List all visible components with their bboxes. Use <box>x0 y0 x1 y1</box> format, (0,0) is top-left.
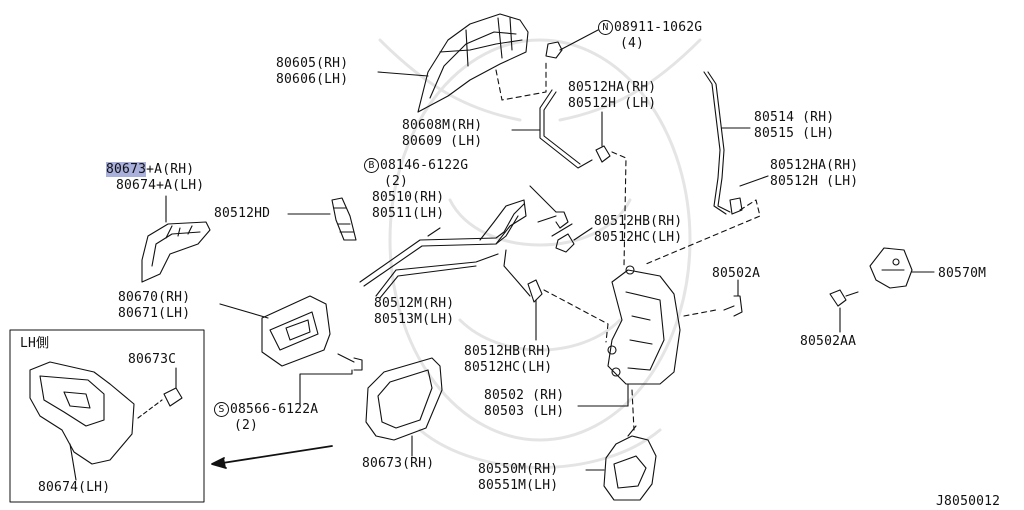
bolt-80502a <box>723 295 743 317</box>
inset-label-80674-lh: 80674(LH) <box>38 480 111 495</box>
label-80606-lh: 80606(LH) <box>276 72 349 87</box>
door-lock-80502 <box>607 265 681 385</box>
label-80674-lh: 80674+A(LH) <box>116 178 205 193</box>
nut-08911 <box>545 29 599 59</box>
label-80512ha-rh-2: 80512HA(RH) <box>770 158 859 173</box>
rod-80608m <box>539 89 593 169</box>
label-80512hc-lh-1: 80512HC(LH) <box>594 230 683 245</box>
clip-80512hb-upper <box>555 233 575 253</box>
rod-80512m <box>375 223 573 299</box>
label-80503-lh: 80503 (LH) <box>484 404 565 419</box>
label-80512hc-lh-2: 80512HC(LH) <box>464 360 553 375</box>
inset-clip-80673c <box>163 387 183 407</box>
screw-08566 <box>337 353 363 371</box>
label-80550m-rh: 80550M(RH) <box>478 462 559 477</box>
inner-cover-80673 <box>141 221 211 283</box>
label-80671-lh: 80671(LH) <box>118 306 191 321</box>
clip-80512ha-lower <box>729 197 743 215</box>
rod-80510 <box>359 199 527 287</box>
label-80570m: 80570M <box>938 266 987 281</box>
inset-inner-cover-80674 <box>29 361 135 465</box>
bolt-08146 <box>537 211 569 229</box>
label-80670-rh: 80670(RH) <box>118 290 191 305</box>
label-80512m-rh: 80512M(RH) <box>374 296 455 311</box>
label-bolt-n-qty: (4) <box>620 36 645 51</box>
label-bolt-b-qty: (2) <box>384 174 409 189</box>
clip-80512ha-upper <box>595 145 611 163</box>
label-80512h-lh-2: 80512H (LH) <box>770 174 859 189</box>
label-80511-lh: 80511(LH) <box>372 206 445 221</box>
label-screw-s-qty: (2) <box>234 418 259 433</box>
label-80512hb-rh-2: 80512HB(RH) <box>464 344 553 359</box>
label-80512ha-rh-1: 80512HA(RH) <box>568 80 657 95</box>
label-80515-lh: 80515 (LH) <box>754 126 835 141</box>
label-80512hb-rh-1: 80512HB(RH) <box>594 214 683 229</box>
label-80502a: 80502A <box>712 266 761 281</box>
label-80512hd: 80512HD <box>214 206 271 221</box>
s-circle-icon: S <box>214 402 229 417</box>
label-80608m-rh: 80608M(RH) <box>402 118 483 133</box>
inset-lh-frame <box>9 329 205 503</box>
b-circle-icon: B <box>364 158 379 173</box>
inner-handle-80670 <box>261 295 331 367</box>
inset-label-80673c: 80673C <box>128 352 177 367</box>
label-80609-lh: 80609 (LH) <box>402 134 483 149</box>
inset-title: LH側 <box>20 336 50 351</box>
escutcheon-80673 <box>365 357 443 441</box>
highlighted-part-number[interactable]: 80673 <box>106 162 147 177</box>
label-80673-rh: 80673(RH) <box>362 456 435 471</box>
label-80502-rh: 80502 (RH) <box>484 388 565 403</box>
label-80510-rh: 80510(RH) <box>372 190 445 205</box>
label-80514-rh: 80514 (RH) <box>754 110 835 125</box>
watermark-emblem <box>378 38 702 469</box>
label-80551m-lh: 80551M(LH) <box>478 478 559 493</box>
rod-80514 <box>703 71 731 215</box>
bracket-80570m <box>869 247 913 289</box>
n-circle-icon: N <box>598 20 613 35</box>
actuator-80550m <box>603 425 657 501</box>
label-80512h-lh-1: 80512H (LH) <box>568 96 657 111</box>
arrow-to-inset <box>211 445 333 469</box>
outer-door-handle <box>417 13 529 113</box>
clip-80512hb-lower <box>527 279 543 303</box>
label-80605-rh: 80605(RH) <box>276 56 349 71</box>
clip-80512hd <box>331 197 357 241</box>
diagram-code: J8050012 <box>936 494 1001 509</box>
bolt-80502aa <box>829 289 859 307</box>
label-80513m-lh: 80513M(LH) <box>374 312 455 327</box>
label-80673-highlighted[interactable]: 80673+A(RH) <box>106 162 195 177</box>
label-80502aa: 80502AA <box>800 334 857 349</box>
